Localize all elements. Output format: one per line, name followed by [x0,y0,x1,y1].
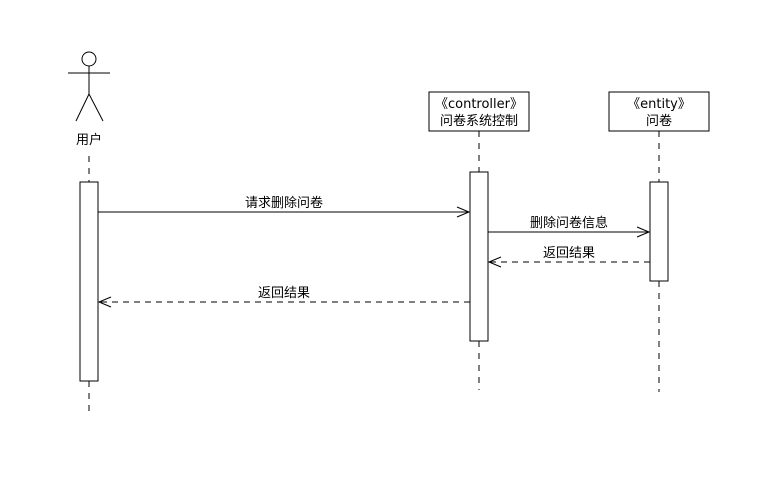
participant-controller: 《controller》 问卷系统控制 [428,91,530,132]
participant-controller-box [428,91,530,132]
activation-controller [469,171,489,342]
message-delete-info-label: 删除问卷信息 [530,215,608,231]
actor-head [81,51,97,67]
actor-right-leg [88,93,104,122]
participant-entity-label: 问卷 [646,113,672,129]
message-return-entity: 返回结果 [489,246,650,262]
actor-left-leg [75,93,90,122]
participant-controller-label: 问卷系统控制 [440,113,518,129]
participant-controller-stereotype: 《controller》 [435,97,523,112]
activation-user [79,181,99,382]
activation-entity [649,181,669,282]
participant-entity-box [608,91,710,132]
participant-entity-stereotype: 《entity》 [627,97,691,112]
message-return-entity-label: 返回结果 [543,246,595,261]
message-request-delete: 请求删除问卷 [98,195,469,212]
message-return-controller-label: 返回结果 [258,286,310,301]
actor-user: 用户 [68,51,110,148]
message-delete-info: 删除问卷信息 [488,215,649,232]
participant-entity: 《entity》 问卷 [608,91,710,132]
message-request-delete-label: 请求删除问卷 [245,195,323,211]
message-return-controller: 返回结果 [99,286,470,302]
actor-user-label: 用户 [76,132,102,148]
